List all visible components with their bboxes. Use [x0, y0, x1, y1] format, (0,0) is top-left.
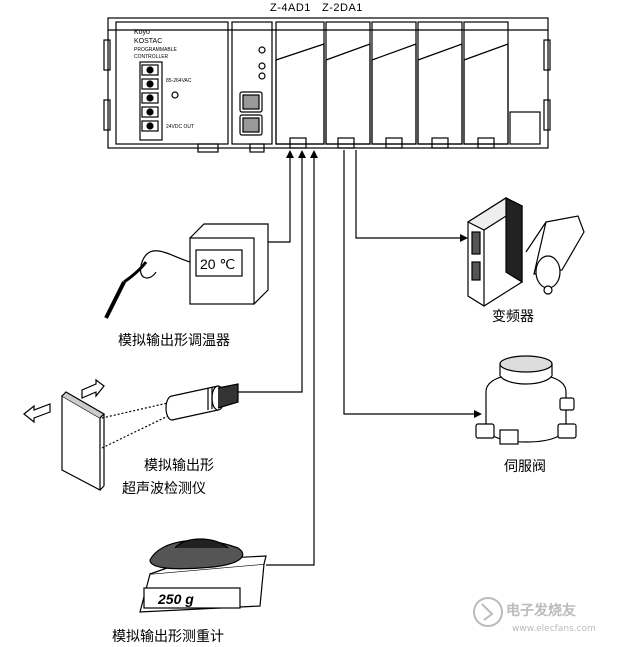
inverter-label: 变频器 [492, 309, 534, 325]
temp-display: 20 ℃ [200, 256, 235, 272]
temp-controller-label: 模拟输出形调温器 [118, 333, 230, 349]
ultrasonic-label-2: 超声波检测仪 [122, 481, 206, 497]
ultrasonic-detector [23, 378, 239, 491]
plc-brand-3: PROGRAMMABLE [134, 47, 177, 53]
module-label-z2da1: Z-2DA1 [322, 2, 363, 14]
output-signal-lines [343, 150, 482, 418]
module-label-z4ad1: Z-4AD1 [270, 2, 311, 14]
servo-valve [475, 355, 577, 445]
scale-display: 250 g [157, 591, 194, 607]
io-module-1 [275, 21, 325, 149]
plc-brand-1: Koyo [134, 29, 150, 36]
terminal-screws [141, 64, 159, 132]
io-module-2 [325, 21, 371, 149]
servo-valve-label: 伺服阀 [504, 459, 546, 475]
temperature-controller [104, 223, 269, 319]
input-signal-lines [226, 150, 318, 566]
io-module-4 [417, 21, 463, 149]
watermark-text: 电子发烧友 [506, 603, 576, 619]
plc-terminal-note-1: 85-264VAC [166, 78, 192, 84]
watermark-logo [473, 597, 503, 627]
plc-brand-2: KOSTAC [134, 38, 162, 45]
watermark-url: www.elecfans.com [512, 624, 596, 634]
scale-label: 模拟输出形测重计 [112, 629, 224, 645]
weighing-scale [139, 538, 267, 613]
plc-rack [103, 17, 551, 153]
io-module-5 [463, 21, 509, 149]
io-module-3 [371, 21, 417, 149]
plc-brand-4: CONTROLLER [134, 54, 169, 60]
ultrasonic-label-1: 模拟输出形 [144, 458, 214, 474]
inverter [466, 197, 585, 307]
plc-terminal-note-2: 24VDC OUT [166, 124, 194, 130]
